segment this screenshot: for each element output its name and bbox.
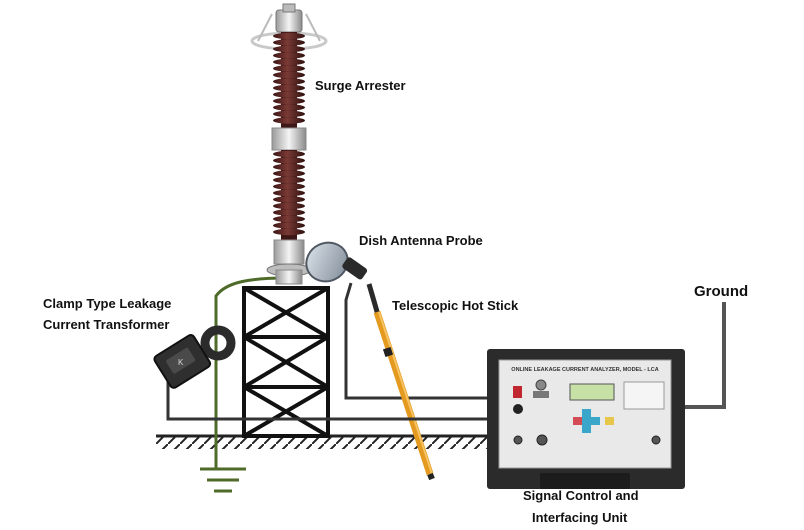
keypad[interactable] xyxy=(573,409,600,433)
ground-cable xyxy=(684,302,726,409)
insulator-shed xyxy=(273,91,305,98)
insulator-shed xyxy=(273,39,305,46)
dish-antenna-probe xyxy=(305,241,368,283)
insulator-shed xyxy=(273,163,305,171)
label-signal-line1: Signal Control and xyxy=(523,488,639,503)
connector-3[interactable] xyxy=(651,435,661,445)
signal-control-unit: ONLINE LEAKAGE CURRENT ANALYZER, MODEL -… xyxy=(487,349,685,489)
insulator-shed xyxy=(273,84,305,92)
insulator-shed xyxy=(273,52,305,59)
support-structure xyxy=(242,286,330,438)
insulator-shed xyxy=(273,215,305,223)
label-signal-line2: Interfacing Unit xyxy=(532,510,628,525)
insulator-shed xyxy=(273,45,305,53)
telescopic-hot-stick xyxy=(366,283,435,481)
insulator-shed xyxy=(273,202,305,210)
label-telescopic-hot-stick: Telescopic Hot Stick xyxy=(392,298,519,313)
insulator-shed xyxy=(273,196,305,203)
lcd-display xyxy=(569,383,615,401)
insulator-shed xyxy=(273,222,305,229)
insulator-shed xyxy=(273,78,305,85)
insulator-shed xyxy=(273,150,305,158)
label-ground: Ground xyxy=(694,283,749,300)
power-switch[interactable] xyxy=(513,386,522,398)
insulator-shed xyxy=(273,97,305,105)
insulator-shed xyxy=(273,110,305,118)
ct-cable xyxy=(166,380,490,421)
insulator-shed xyxy=(273,170,305,177)
insulator-shed xyxy=(273,183,305,190)
earth-ground-symbol xyxy=(200,467,246,493)
insulator-shed xyxy=(273,157,305,164)
panel-knob[interactable] xyxy=(513,404,523,414)
insulator-shed xyxy=(273,58,305,66)
spec-plate xyxy=(623,381,665,410)
probe-cable xyxy=(344,282,490,400)
label-surge-arrester: Surge Arrester xyxy=(315,78,406,93)
insulator-shed xyxy=(273,228,305,236)
insulator-shed xyxy=(273,65,305,72)
label-clamp-line2: Current Transformer xyxy=(43,317,170,332)
insulator-shed xyxy=(273,71,305,79)
insulator-shed xyxy=(273,117,305,124)
insulator-shed xyxy=(273,104,305,111)
svg-text:K: K xyxy=(178,358,184,367)
connector-2[interactable] xyxy=(536,434,548,446)
label-clamp-line1: Clamp Type Leakage xyxy=(43,296,172,311)
analyzer-panel-header: ONLINE LEAKAGE CURRENT ANALYZER, MODEL -… xyxy=(511,367,658,373)
label-dish-antenna-probe: Dish Antenna Probe xyxy=(359,233,483,248)
insulator-shed xyxy=(273,176,305,184)
connector-1[interactable] xyxy=(513,435,523,445)
surge-arrester xyxy=(250,3,328,285)
insulator-shed xyxy=(273,32,305,40)
insulator-shed xyxy=(273,189,305,197)
clamp-ct: K xyxy=(153,325,236,389)
ground-wire xyxy=(214,276,287,469)
insulator-shed xyxy=(273,209,305,216)
